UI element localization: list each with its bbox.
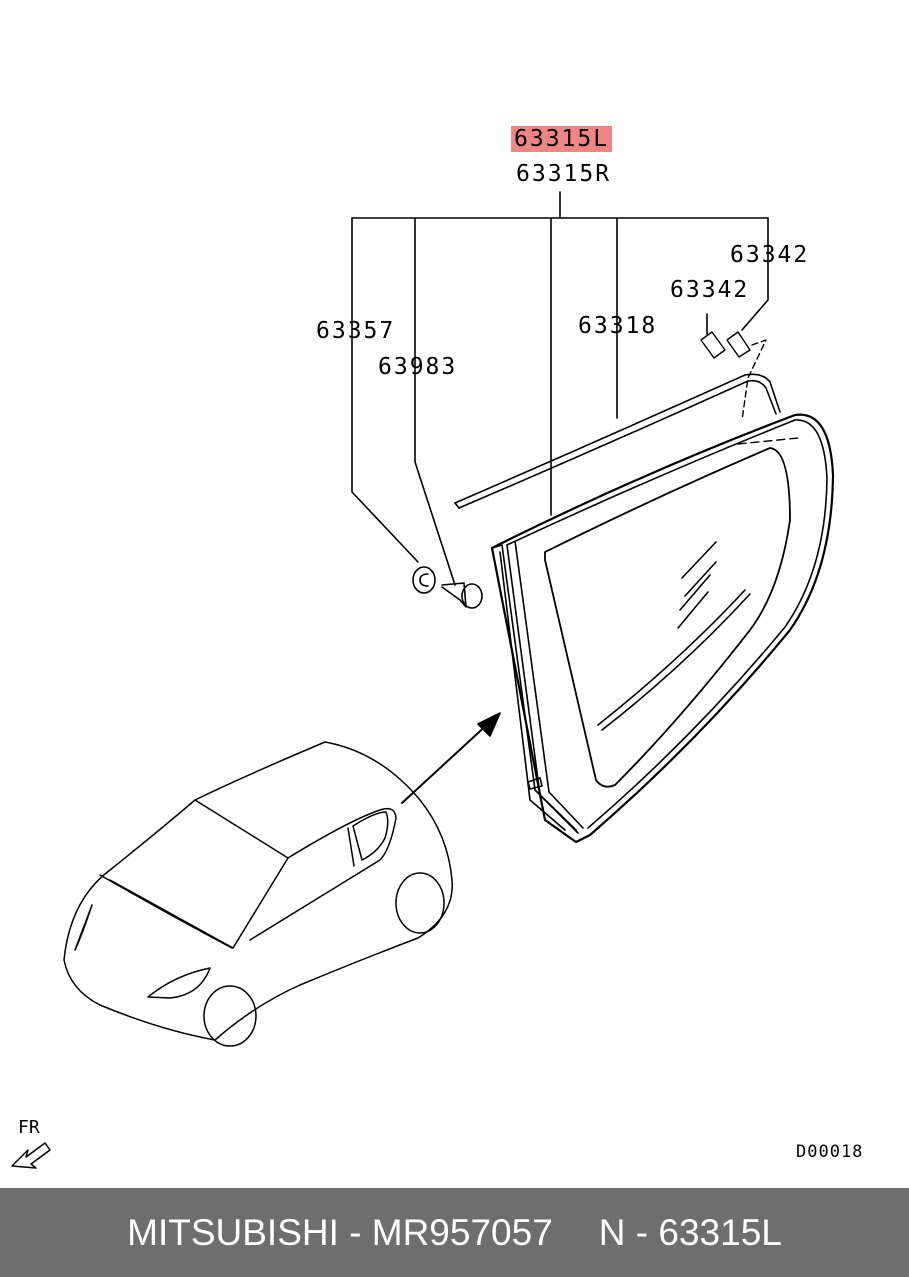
clip-63342-icon — [700, 331, 799, 445]
part-label-63983[interactable]: 63983 — [378, 354, 458, 380]
moulding-63318-icon — [454, 373, 781, 509]
part-label-63357[interactable]: 63357 — [316, 318, 396, 344]
front-indicator-label: FR — [18, 1117, 40, 1138]
part-label-63315l[interactable]: 63315L — [511, 126, 613, 152]
part-label-63318[interactable]: 63318 — [578, 313, 658, 339]
footer-ref-code: N - 63315L — [598, 1211, 782, 1253]
part-label-63315r[interactable]: 63315R — [516, 161, 612, 187]
diagram-reference: D00018 — [796, 1142, 864, 1162]
parts-diagram — [11, 191, 835, 1169]
quarter-window-glass-icon — [490, 413, 835, 844]
location-arrow-icon — [401, 712, 501, 804]
part-label-63342-a[interactable]: 63342 — [730, 242, 810, 268]
leader-lines — [351, 191, 769, 586]
footer-bar: MITSUBISHI - MR957057 N - 63315L — [0, 1188, 909, 1277]
footer-brand-part: MITSUBISHI - MR957057 — [127, 1211, 553, 1253]
part-label-63342-b[interactable]: 63342 — [670, 277, 750, 303]
front-direction-arrow-icon — [11, 1142, 51, 1169]
clip-63357-icon — [412, 566, 436, 594]
car-outline-icon — [63, 741, 453, 1047]
fastener-63983-icon — [441, 582, 483, 609]
